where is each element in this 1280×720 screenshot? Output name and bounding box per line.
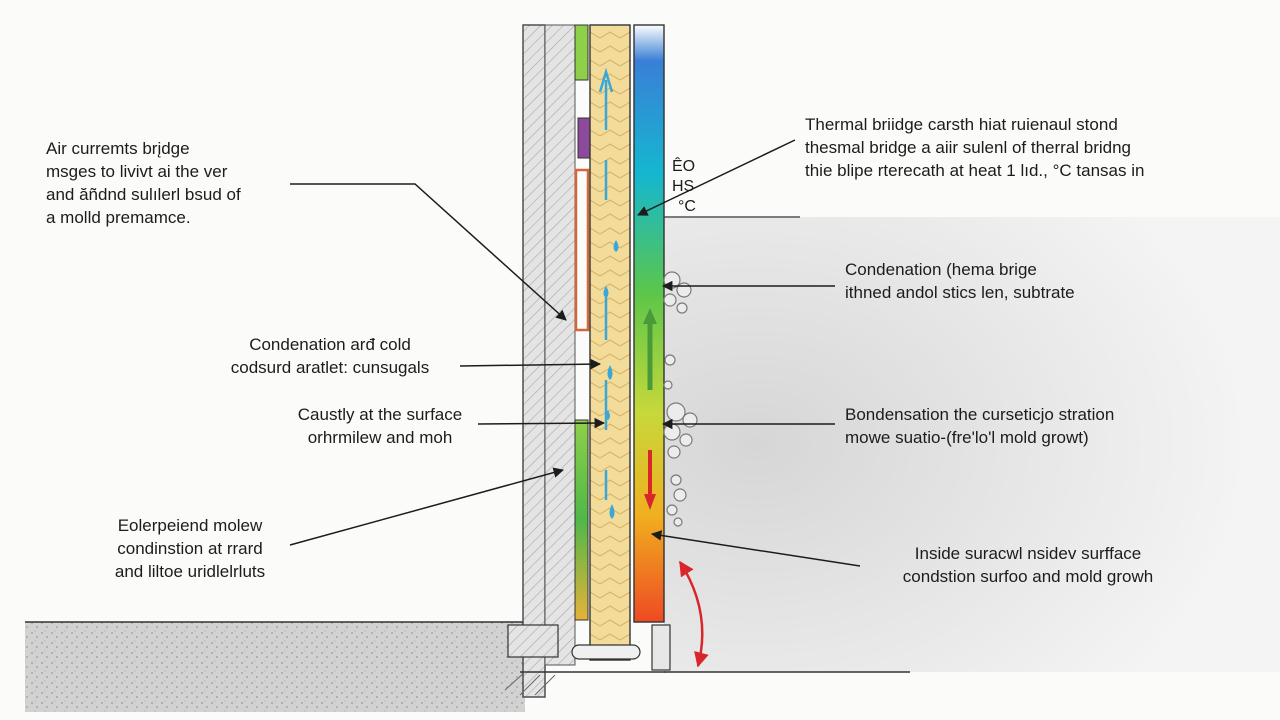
purple-element — [577, 117, 591, 159]
base-pipe — [571, 644, 641, 660]
label-air-currents: Air curremts brįdge msges to livivt ai t… — [46, 139, 241, 227]
green-membrane — [574, 24, 589, 81]
water-drop-icon — [603, 240, 619, 519]
exterior-cladding — [522, 24, 546, 698]
orange-element — [574, 168, 590, 332]
label-exterior-condensation: Eolerpeiend molew condinstion at rrard a… — [114, 516, 266, 581]
vapor-strip-lower — [574, 419, 589, 621]
base-hatch — [504, 671, 556, 696]
condensation-zone-arrow — [678, 560, 709, 668]
sheathing-layer — [544, 24, 576, 666]
label-thermal-bridge: Thermal briidge carsth hiat ruienaul sto… — [805, 115, 1145, 180]
label-temp-marks: ÊO HS °C — [672, 158, 696, 215]
label-caustly-surface: Caustly at the surface orhrmilew and moh — [297, 405, 463, 447]
leader-condensation-cold — [459, 358, 602, 370]
leader-thermal-bridge — [637, 139, 796, 216]
footing-inner — [651, 624, 671, 671]
leader-exterior — [289, 467, 565, 546]
leader-lines — [289, 139, 861, 567]
label-bondensation: Bondensation the curseticjo stration mow… — [845, 405, 1115, 447]
label-inside-surface: Inside suracwl nsidev surfface condstion… — [902, 544, 1154, 586]
leader-air-currents — [290, 183, 567, 321]
temperature-gradient-layer — [633, 24, 665, 623]
label-condensation-thermal: Condenation (hema brige ithned andol sti… — [845, 260, 1075, 302]
ground-slab — [25, 622, 525, 712]
leader-caustly — [477, 417, 606, 429]
airflow-up-arrow — [643, 308, 657, 390]
airflow-arrow-icon — [598, 67, 614, 93]
interior-room — [664, 217, 1280, 672]
label-condensation-cold: Condenation arđ cold codsurd aratlet: cu… — [230, 335, 430, 377]
leader-inside-surface — [650, 530, 861, 567]
heatflow-down-arrow — [644, 450, 656, 510]
insulation-layer — [589, 24, 631, 661]
footing-block — [507, 624, 559, 658]
